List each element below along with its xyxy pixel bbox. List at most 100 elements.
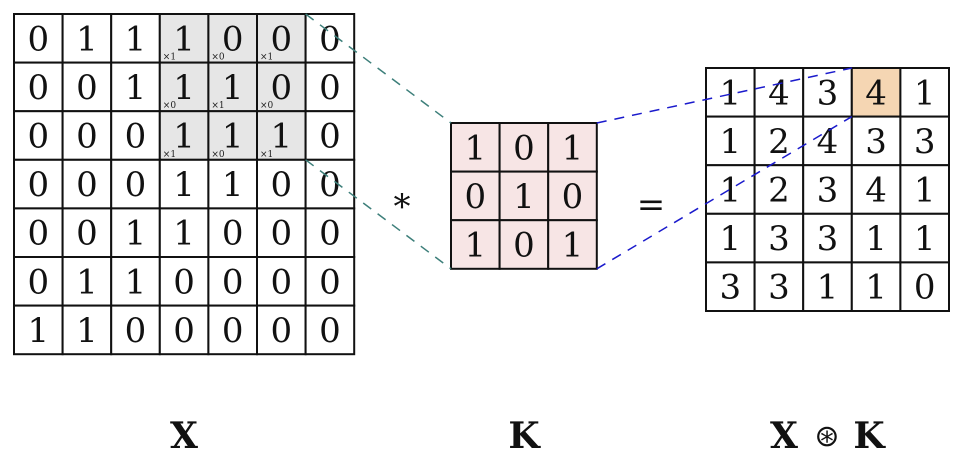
- cell-value: 0: [270, 19, 292, 59]
- input-cell: 0: [207, 207, 258, 258]
- cell-value: 0: [27, 262, 49, 302]
- cell-box: [207, 110, 258, 161]
- multiplier-label: ×0: [260, 101, 274, 111]
- cell-value: 0: [27, 165, 49, 205]
- cell-box: [158, 304, 210, 356]
- cell-value: 1: [562, 226, 584, 266]
- kernel-cell: 0: [450, 170, 501, 222]
- cell-value: 0: [76, 117, 98, 157]
- input-cell: 0: [61, 110, 113, 161]
- cell-value: 3: [817, 219, 839, 259]
- cell-box: [850, 164, 902, 215]
- cell-value: 3: [817, 73, 839, 113]
- cell-value: 0: [270, 214, 292, 254]
- cell-box: [207, 304, 258, 356]
- cell-value: 0: [125, 165, 147, 205]
- kernel-cell: 0: [498, 122, 550, 173]
- cell-value: 0: [319, 19, 341, 59]
- cell-value: 0: [76, 68, 98, 108]
- output-cell: 1: [899, 67, 951, 118]
- output-cell: 3: [899, 115, 951, 167]
- cell-box: [850, 261, 902, 312]
- input-cell: 0: [304, 110, 356, 161]
- cell-value: 0: [27, 68, 49, 108]
- input-cell: 0: [13, 158, 64, 210]
- multiplier-label: ×1: [163, 150, 176, 160]
- cell-box: [110, 207, 161, 258]
- cell-value: 0: [464, 177, 486, 217]
- cell-box: [899, 212, 951, 264]
- output-cell: 1: [850, 212, 902, 264]
- cell-value: 0: [319, 262, 341, 302]
- input-cell: 0: [61, 158, 113, 210]
- cell-value: 1: [125, 68, 147, 108]
- cell-box: [207, 61, 258, 113]
- output-label-operator: ⊛: [814, 419, 839, 454]
- cell-box: [498, 170, 550, 222]
- cell-box: [304, 110, 356, 161]
- multiplier-label: ×0: [211, 53, 225, 63]
- cell-box: [304, 61, 356, 113]
- cell-value: 4: [817, 122, 839, 162]
- input-connector-top: [305, 13, 452, 124]
- output-cell: 1: [705, 164, 756, 215]
- input-cell: 1: [158, 207, 210, 258]
- cell-box: [899, 261, 951, 312]
- cell-value: 1: [513, 177, 535, 217]
- cell-value: 0: [76, 214, 98, 254]
- output-cell: 3: [802, 67, 853, 118]
- cell-value: 4: [865, 171, 887, 211]
- input-cell: 1: [61, 256, 113, 307]
- cell-box: [110, 304, 161, 356]
- cell-value: 1: [914, 171, 936, 211]
- output-cell: 3: [753, 261, 805, 312]
- input-cell: 0: [256, 158, 307, 210]
- cell-value: 0: [319, 214, 341, 254]
- cell-box: [13, 256, 64, 307]
- multiplier-label: ×1: [260, 150, 273, 160]
- cell-value: 1: [719, 219, 741, 259]
- cell-value: 0: [914, 268, 936, 308]
- output-cell: 4: [753, 67, 805, 118]
- cell-value: 0: [270, 262, 292, 302]
- cell-value: 1: [173, 68, 195, 108]
- input-connector-bottom: [305, 159, 452, 270]
- cell-value: 0: [125, 311, 147, 351]
- input-cell: 0: [110, 158, 161, 210]
- cell-value: 1: [76, 262, 98, 302]
- output-cell: 4: [850, 67, 902, 118]
- cell-value: 1: [865, 219, 887, 259]
- cell-box: [705, 115, 756, 167]
- cell-box: [256, 158, 307, 210]
- cell-value: 1: [914, 219, 936, 259]
- cell-value: 0: [173, 262, 195, 302]
- input-cell: 0: [61, 207, 113, 258]
- cell-box: [705, 261, 756, 312]
- output-cell: 3: [850, 115, 902, 167]
- cell-box: [61, 110, 113, 161]
- cell-box: [13, 158, 64, 210]
- input-cell: 1: [110, 61, 161, 113]
- kernel-cell: 1: [547, 122, 598, 173]
- input-cell: 0: [158, 304, 210, 356]
- output-cell: 1: [705, 115, 756, 167]
- kernel-cell: 0: [547, 170, 598, 222]
- cell-box: [498, 122, 550, 173]
- cell-box: [753, 212, 805, 264]
- cell-value: 3: [914, 122, 936, 162]
- input-cell: 0: [61, 61, 113, 113]
- cell-value: 0: [222, 19, 244, 59]
- cell-value: 0: [27, 117, 49, 157]
- cell-value: 1: [173, 117, 195, 157]
- connector-lines: [305, 13, 853, 270]
- cell-value: 1: [76, 311, 98, 351]
- cell-box: [13, 207, 64, 258]
- output-cell: 1: [899, 212, 951, 264]
- cell-value: 1: [464, 128, 486, 168]
- output-cell: 3: [802, 212, 853, 264]
- cell-value: 3: [719, 268, 741, 308]
- cell-box: [850, 115, 902, 167]
- cell-box: [450, 122, 501, 173]
- output-cell: 4: [850, 164, 902, 215]
